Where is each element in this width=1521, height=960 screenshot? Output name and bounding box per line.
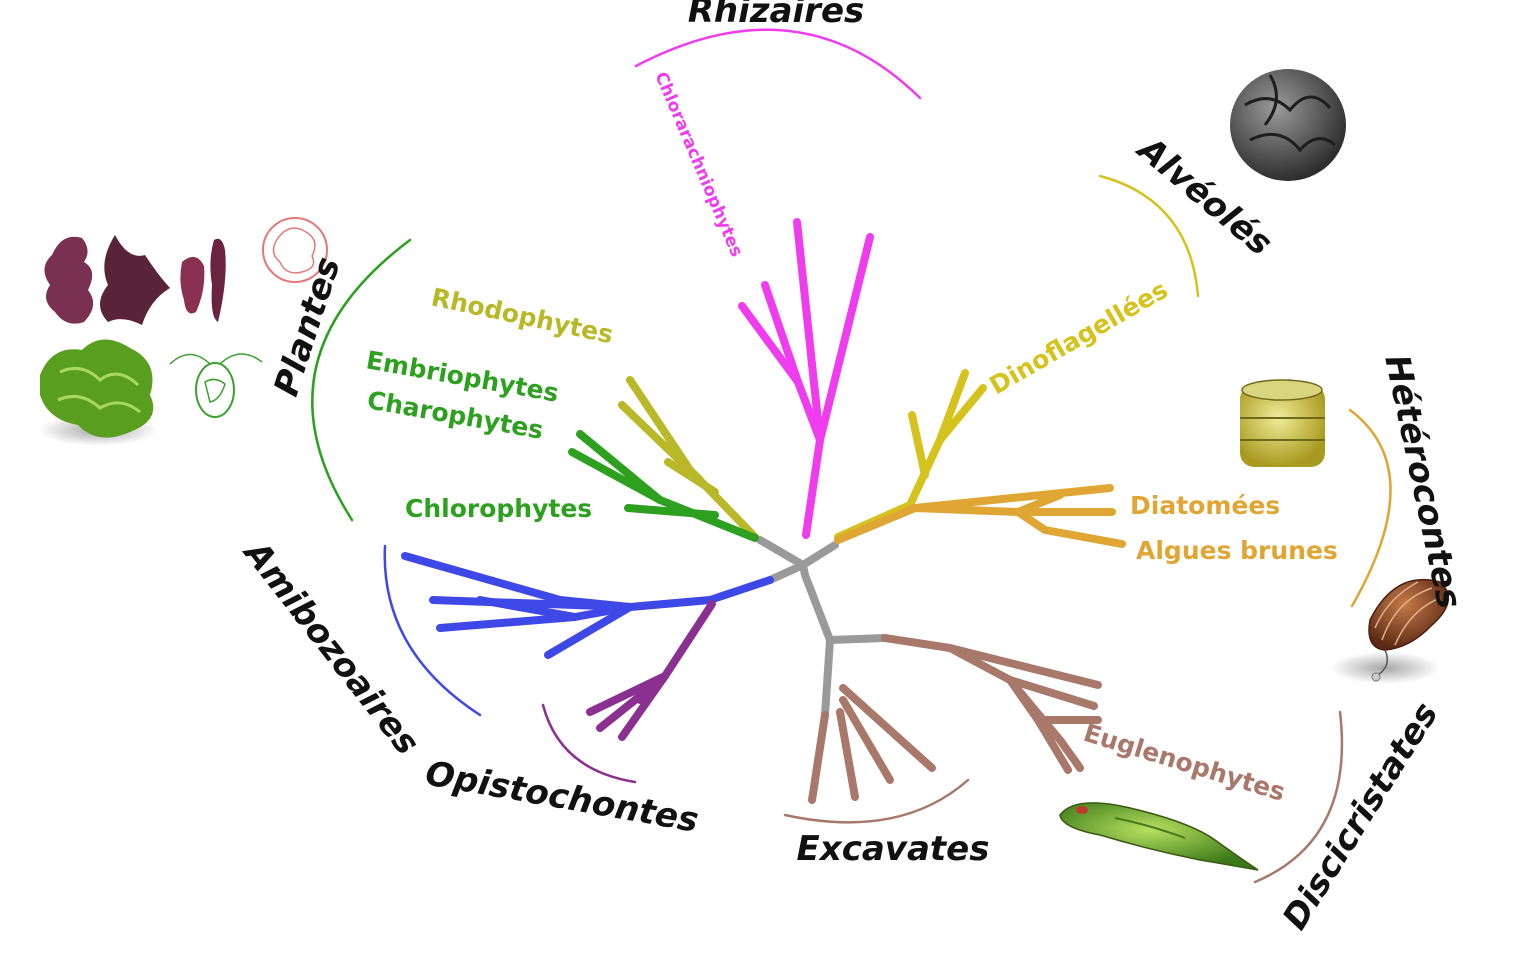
excavates-label: Excavates bbox=[797, 829, 990, 869]
plantes-label: Plantes bbox=[266, 252, 348, 401]
green-plant-image bbox=[38, 339, 158, 446]
amibozoaires-branches bbox=[401, 552, 774, 659]
rhizaires-bracket bbox=[634, 28, 922, 100]
rhizaires-branches bbox=[738, 218, 874, 539]
excavates-branches bbox=[808, 684, 936, 804]
rhodophytes-branches bbox=[618, 376, 759, 541]
rhodophytes-label: Rhodophytes bbox=[429, 283, 616, 350]
brown-alga-cell-image bbox=[1330, 578, 1449, 684]
grey-dinoflagellate-image bbox=[1230, 69, 1346, 181]
red-alga-cell-image bbox=[262, 217, 328, 283]
amibozoaires-label: Amibozoaires bbox=[234, 532, 427, 763]
plantes-bracket bbox=[311, 238, 412, 522]
rhizaires-label: Rhizaires bbox=[688, 0, 865, 31]
opistochontes-label: Opistochontes bbox=[422, 753, 701, 840]
dinoflagellees-label: Dinoflagellées bbox=[985, 275, 1173, 400]
opistochontes-bracket bbox=[541, 703, 637, 784]
opistochontes-branches bbox=[586, 600, 716, 741]
discicristates-branches bbox=[881, 634, 1102, 774]
discicristates-label: Discicristates bbox=[1275, 696, 1446, 937]
euglena-image bbox=[1059, 802, 1259, 871]
alveoles-bracket bbox=[1098, 174, 1200, 298]
discicristates-bracket bbox=[1253, 710, 1344, 884]
heterocontes-branches bbox=[834, 484, 1126, 548]
core-branches bbox=[756, 536, 889, 719]
euglenophytes-label: Euglenophytes bbox=[1080, 718, 1288, 807]
green-alga-cell-image bbox=[169, 353, 263, 418]
excavates-bracket bbox=[783, 778, 970, 824]
plantes-branches bbox=[568, 430, 759, 542]
amibozoaires-bracket bbox=[383, 544, 482, 717]
chlorarachniophytes-label: Chlorarachniophytes bbox=[650, 69, 746, 260]
red-algae-image bbox=[44, 235, 226, 325]
diatom-image bbox=[1240, 379, 1325, 467]
algues-brunes-label: Algues brunes bbox=[1136, 536, 1338, 565]
heterocontes-bracket bbox=[1348, 408, 1392, 608]
diatomees-label: Diatomées bbox=[1130, 491, 1280, 520]
chlorophytes-label: Chlorophytes bbox=[405, 494, 592, 523]
